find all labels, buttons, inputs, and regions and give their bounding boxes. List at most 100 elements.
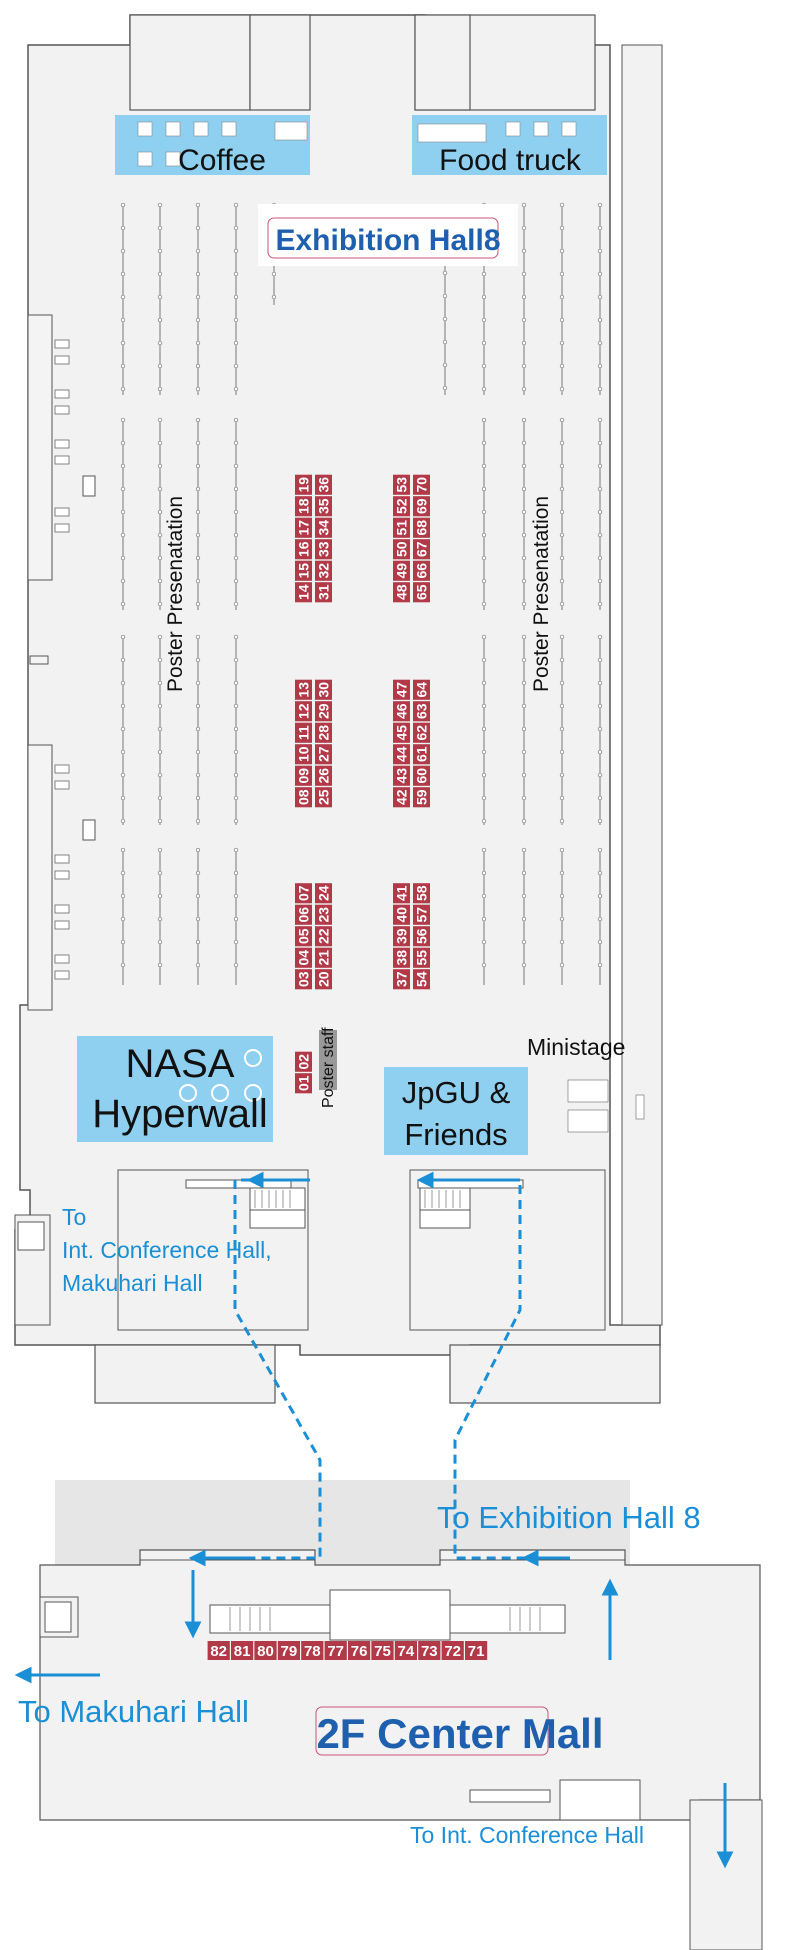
booth-10[interactable] [295,744,312,765]
booth-06[interactable] [295,904,312,925]
booth-42[interactable] [393,787,410,808]
poster-board-post [521,440,527,446]
booth-69[interactable] [413,496,430,517]
poster-board-post [157,363,163,369]
booth-76[interactable] [348,1641,371,1660]
booth-50[interactable] [393,539,410,560]
booth-51[interactable] [393,517,410,538]
booth-68[interactable] [413,517,430,538]
poster-board-post [195,294,201,300]
booth-08[interactable] [295,787,312,808]
poster-board-post [521,555,527,561]
booth-36[interactable] [315,474,332,495]
booth-43[interactable] [393,765,410,786]
booth-47[interactable] [393,679,410,700]
booth-63[interactable] [413,701,430,722]
booth-34[interactable] [315,517,332,538]
booth-53[interactable] [393,474,410,495]
booth-14[interactable] [295,582,312,603]
booth-16[interactable] [295,539,312,560]
booth-13[interactable] [295,679,312,700]
booth-35[interactable] [315,496,332,517]
poster-board-post [195,749,201,755]
booth-74[interactable] [394,1641,417,1660]
booth-24[interactable] [315,883,332,904]
poster-board-post [597,417,603,423]
booth-28[interactable] [315,722,332,743]
booth-61[interactable] [413,744,430,765]
poster-board-post [195,703,201,709]
booth-62[interactable] [413,722,430,743]
booth-18[interactable] [295,496,312,517]
booth-12[interactable] [295,701,312,722]
booth-09[interactable] [295,765,312,786]
booth-04[interactable] [295,947,312,968]
booth-37[interactable] [393,969,410,990]
booth-55[interactable] [413,947,430,968]
poster-board-post [559,634,565,640]
booth-15[interactable] [295,560,312,581]
booth-40[interactable] [393,904,410,925]
booth-25[interactable] [315,787,332,808]
booth-66[interactable] [413,560,430,581]
booth-41[interactable] [393,883,410,904]
booth-58[interactable] [413,883,430,904]
booth-20[interactable] [315,969,332,990]
booth-number-46: 46 [394,703,410,719]
booth-22[interactable] [315,926,332,947]
booth-52[interactable] [393,496,410,517]
booth-02[interactable] [295,1051,312,1072]
poster-board-post [157,202,163,208]
booth-27[interactable] [315,744,332,765]
booth-54[interactable] [413,969,430,990]
poster-board-post [195,440,201,446]
booth-45[interactable] [393,722,410,743]
booth-05[interactable] [295,926,312,947]
booth-75[interactable] [371,1641,394,1660]
booth-48[interactable] [393,582,410,603]
booth-26[interactable] [315,765,332,786]
booth-77[interactable] [324,1641,347,1660]
booth-21[interactable] [315,947,332,968]
booth-46[interactable] [393,701,410,722]
booth-31[interactable] [315,582,332,603]
booth-64[interactable] [413,679,430,700]
booth-56[interactable] [413,926,430,947]
booth-67[interactable] [413,539,430,560]
booth-81[interactable] [231,1641,254,1660]
booth-23[interactable] [315,904,332,925]
booth-82[interactable] [207,1641,230,1660]
booth-71[interactable] [465,1641,488,1660]
booth-70[interactable] [413,474,430,495]
booth-44[interactable] [393,744,410,765]
booth-65[interactable] [413,582,430,603]
booth-30[interactable] [315,679,332,700]
booth-32[interactable] [315,560,332,581]
booth-number-40: 40 [394,907,410,923]
booth-78[interactable] [301,1641,324,1660]
booth-39[interactable] [393,926,410,947]
poster-board-post [233,532,239,538]
booth-29[interactable] [315,701,332,722]
booth-number-10: 10 [296,746,312,762]
booth-59[interactable] [413,787,430,808]
booth-03[interactable] [295,969,312,990]
booth-57[interactable] [413,904,430,925]
poster-board-post [521,795,527,801]
booth-79[interactable] [277,1641,300,1660]
booth-17[interactable] [295,517,312,538]
poster-board-post [597,939,603,945]
booth-11[interactable] [295,722,312,743]
booth-07[interactable] [295,883,312,904]
booth-38[interactable] [393,947,410,968]
booth-72[interactable] [441,1641,464,1660]
booth-49[interactable] [393,560,410,581]
booth-01[interactable] [295,1073,312,1094]
booth-73[interactable] [418,1641,441,1660]
booth-33[interactable] [315,539,332,560]
booth-60[interactable] [413,765,430,786]
booth-80[interactable] [254,1641,277,1660]
booth-19[interactable] [295,474,312,495]
poster-board-post [481,657,487,663]
